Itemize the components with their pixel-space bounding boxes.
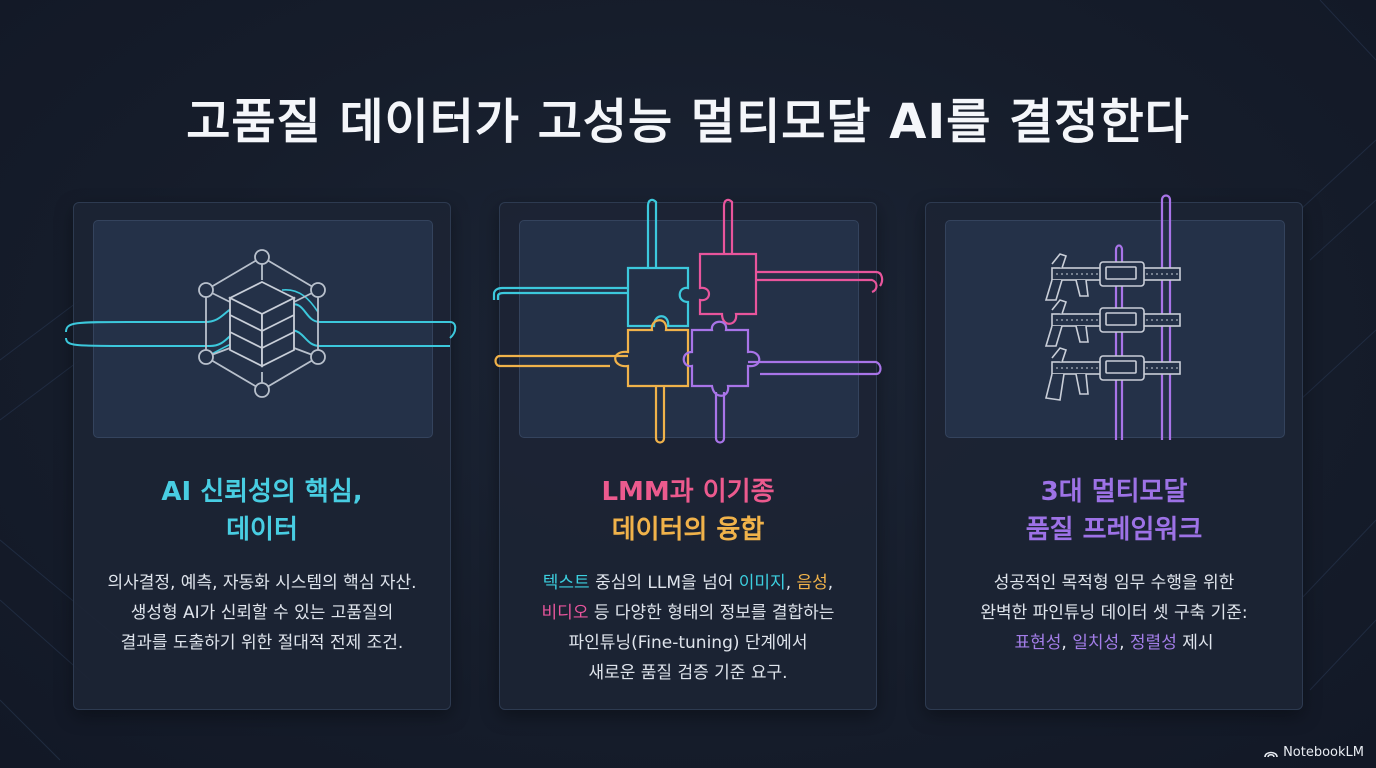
card-body-line: 완벽한 파인튜닝 데이터 셋 구축 기준: (980, 603, 1248, 623)
card-illustration-panel (519, 220, 859, 438)
card-body-line: 표현성, 일치성, 정렬성 제시 (926, 628, 1302, 658)
card-title: AI 신뢰성의 핵심, 데이터 (74, 473, 450, 549)
card-title-line: LMM과 이기종 (601, 477, 775, 507)
keyword-consistency: 일치성 (1072, 633, 1120, 653)
keyword-text: 텍스트 (542, 573, 590, 593)
card-quality-framework: 3대 멀티모달 품질 프레임워크 성공적인 목적형 임무 수행을 위한 완벽한 … (925, 202, 1303, 710)
card-title-line: 데이터의 융합 (611, 515, 765, 545)
body-text: 등 다양한 형태의 정보를 결합하는 (588, 603, 835, 623)
body-text: , (785, 573, 797, 593)
card-title: 3대 멀티모달 품질 프레임워크 (926, 473, 1302, 549)
body-text: , (1061, 633, 1073, 653)
body-text: , (827, 573, 834, 593)
card-body-line: 성공적인 목적형 임무 수행을 위한 (993, 573, 1235, 593)
card-body-line: 의사결정, 예측, 자동화 시스템의 핵심 자산. (107, 573, 417, 593)
body-text: 중심의 LLM을 넘어 (589, 573, 739, 593)
page-title: 고품질 데이터가 고성능 멀티모달 AI를 결정한다 (186, 94, 1190, 150)
keyword-alignment: 정렬성 (1129, 633, 1177, 653)
card-body: 성공적인 목적형 임무 수행을 위한 완벽한 파인튜닝 데이터 셋 구축 기준:… (926, 568, 1302, 658)
card-body-line: 파인튜닝(Fine-tuning) 단계에서 (568, 633, 808, 653)
card-illustration-panel (945, 220, 1285, 438)
card-body-line: 새로운 품질 검증 기준 요구. (588, 663, 788, 683)
card-title-line: 데이터 (226, 515, 298, 545)
card-title-line: 품질 프레임워크 (1025, 515, 1203, 545)
keyword-image: 이미지 (738, 573, 786, 593)
card-title: LMM과 이기종 데이터의 융합 (500, 473, 876, 549)
card-lmm-fusion: LMM과 이기종 데이터의 융합 텍스트 중심의 LLM을 넘어 이미지, 음성… (499, 202, 877, 710)
body-text: 제시 (1176, 633, 1214, 653)
card-title-line: 3대 멀티모달 (1040, 477, 1188, 507)
keyword-representation: 표현성 (1014, 633, 1062, 653)
card-data-core: AI 신뢰성의 핵심, 데이터 의사결정, 예측, 자동화 시스템의 핵심 자산… (73, 202, 451, 710)
card-illustration-panel (93, 220, 433, 438)
keyword-audio: 음성 (796, 573, 828, 593)
card-body-line: 결과를 도출하기 위한 절대적 전제 조건. (120, 633, 404, 653)
card-body: 텍스트 중심의 LLM을 넘어 이미지, 음성, 비디오 등 다양한 형태의 정… (500, 568, 876, 688)
body-text: , (1119, 633, 1130, 653)
notebooklm-logo-icon (1264, 751, 1278, 758)
card-title-line: AI 신뢰성의 핵심, (161, 477, 363, 507)
card-body-line: 비디오 등 다양한 형태의 정보를 결합하는 (500, 598, 876, 628)
brand-watermark: NotebookLM (1264, 745, 1364, 760)
card-body: 의사결정, 예측, 자동화 시스템의 핵심 자산. 생성형 AI가 신뢰할 수 … (74, 568, 450, 658)
card-body-line: 생성형 AI가 신뢰할 수 있는 고품질의 (130, 603, 394, 623)
keyword-video: 비디오 (541, 603, 589, 623)
brand-name: NotebookLM (1283, 745, 1364, 760)
card-body-line: 텍스트 중심의 LLM을 넘어 이미지, 음성, (500, 568, 876, 598)
